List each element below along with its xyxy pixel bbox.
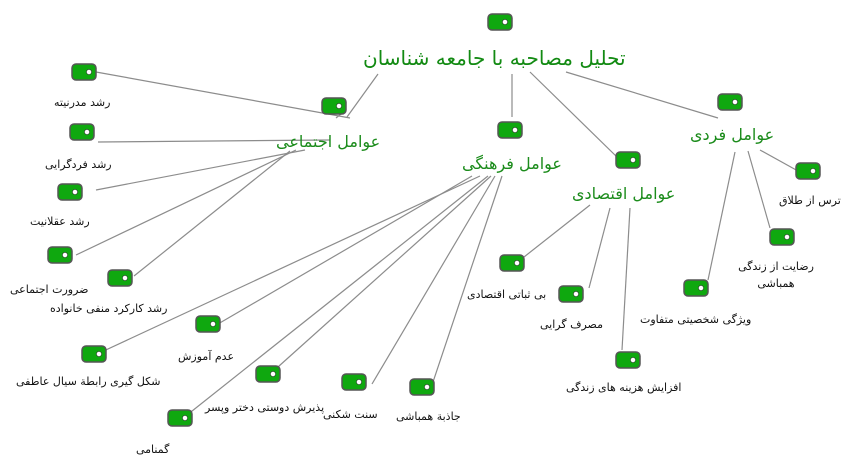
tag-icon: [107, 269, 133, 287]
item-negative-family-function[interactable]: رشد کارکرد منفی خانواده: [50, 302, 168, 315]
tag-icon: [487, 13, 513, 31]
tag-icon: [683, 279, 709, 297]
item-social-necessity[interactable]: ضرورت اجتماعی: [10, 283, 89, 296]
item-different-personality[interactable]: ویژگی شخصیتی متفاوت: [640, 313, 752, 326]
item-anonymity[interactable]: گمنامی: [136, 443, 170, 456]
tag-icon: [795, 162, 821, 180]
tag-icon: [71, 63, 97, 81]
tag-icon: [195, 315, 221, 333]
tag-icon: [47, 246, 73, 264]
item-rising-living-costs[interactable]: افزایش هزینه های زندگی: [566, 381, 682, 394]
tag-icon: [81, 345, 107, 363]
category-cultural[interactable]: عوامل فرهنگی: [462, 154, 562, 173]
tag-icon: [717, 93, 743, 111]
tag-icon: [615, 151, 641, 169]
item-acceptance-of-friendship[interactable]: پذیرش دوستی دختر وپسر: [205, 401, 325, 414]
item-breaking-tradition[interactable]: سنت شکنی: [323, 408, 378, 421]
item-economic-instability[interactable]: بی ثباتی اقتصادی: [467, 288, 547, 301]
tag-icon: [497, 121, 523, 139]
tag-icon: [409, 378, 435, 396]
item-growth-of-modernity[interactable]: رشد مدرنیته: [54, 96, 111, 109]
connector-lines: [75, 71, 799, 420]
item-growth-of-individualism[interactable]: رشد فردگرایی: [45, 158, 112, 171]
tag-icon: [57, 183, 83, 201]
tag-icon: [255, 365, 281, 383]
tag-icon: [167, 409, 193, 427]
tag-icon: [558, 285, 584, 303]
item-fluid-emotional-relationship[interactable]: شکل گیری رابطة سیال عاطفی: [16, 375, 161, 388]
tag-icons: [47, 13, 821, 427]
item-growth-of-rationality[interactable]: رشد عقلانیت: [30, 215, 90, 228]
item-satisfaction-cohabitation[interactable]: رضایت از زندگی همباشی: [738, 260, 814, 290]
tag-icon: [321, 97, 347, 115]
category-social[interactable]: عوامل اجتماعی: [276, 132, 381, 151]
tag-icon: [69, 123, 95, 141]
item-appeal-of-cohabitation[interactable]: جاذبة همباشی: [396, 410, 461, 423]
category-individual[interactable]: عوامل فردی: [690, 125, 775, 144]
tag-icon: [615, 351, 641, 369]
tag-icon: [499, 254, 525, 272]
tag-icon: [769, 228, 795, 246]
item-fear-of-divorce[interactable]: ترس از طلاق: [779, 194, 841, 207]
root-title[interactable]: تحلیل مصاحبه با جامعه شناسان: [363, 46, 626, 70]
item-consumerism[interactable]: مصرف گرایی: [540, 318, 603, 331]
item-lack-of-education[interactable]: عدم آموزش: [178, 350, 235, 363]
tag-icon: [341, 373, 367, 391]
category-economic[interactable]: عوامل اقتصادی: [572, 184, 676, 203]
